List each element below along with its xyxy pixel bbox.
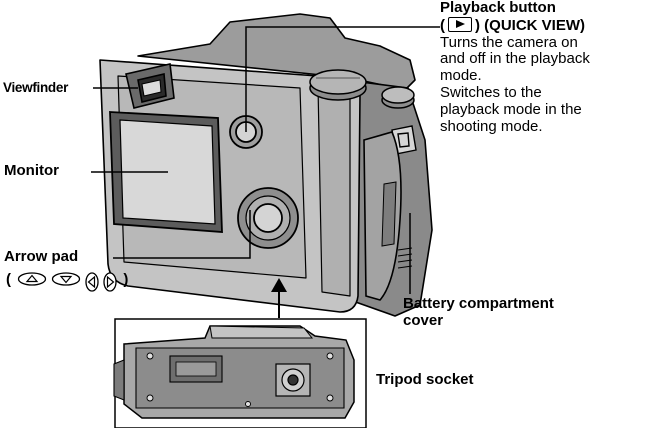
playback-desc-line-3: mode. [440,67,482,85]
playback-quick-view-text: ) (QUICK VIEW) [475,16,585,34]
arrow-right-icon [103,272,117,292]
playback-desc-line-5: playback mode in the [440,100,582,118]
shutter-button [381,86,415,109]
battery-cover-label-line-2: cover [403,311,444,329]
viewfinder [125,63,175,109]
arrow-pad-label: Arrow pad [4,248,79,265]
playback-button-title: Playback button [440,0,556,16]
battery-cover-label: Battery compartment cover [403,295,554,330]
bottom-view-inset [113,318,367,428]
playback-desc-line-6: shooting mode. [440,117,543,135]
strap-eyelet [391,125,417,155]
mode-dial [309,69,367,101]
tripod-socket-label: Tripod socket [376,371,474,388]
play-triangle-box-icon [448,16,472,32]
arrow-pad-buttons-row: ( ) [6,271,129,292]
playback-button-subtitle: ( ) (QUICK VIEW) [440,16,645,35]
inset-pointer-arrow [271,278,287,318]
arrow-left-icon [85,272,99,292]
arrow-down-icon [52,272,81,286]
playback-callout: Playback button ( ) (QUICK VIEW) Turns th… [440,0,645,135]
arrow-pad [237,187,299,249]
playback-desc-line-4: Switches to the [440,83,542,101]
monitor-label: Monitor [4,162,59,179]
arrow-up-icon [18,272,47,286]
battery-compartment-cover [363,131,413,301]
arrow-pad-glyphs [17,272,117,292]
playback-desc-line-1: Turns the camera on [440,33,578,51]
tripod-socket [275,363,311,397]
arrow-pad-callout-line [113,210,251,259]
playback-desc-line-2: and off in the playback [440,50,590,68]
playback-callout-line [245,26,440,132]
viewfinder-label: Viewfinder [3,80,69,95]
arrow-pad-close-paren: ) [123,271,129,288]
playback-open-paren: ( [440,16,445,34]
battery-cover-label-line-1: Battery compartment [403,295,554,312]
arrow-pad-open-paren: ( [6,271,11,288]
